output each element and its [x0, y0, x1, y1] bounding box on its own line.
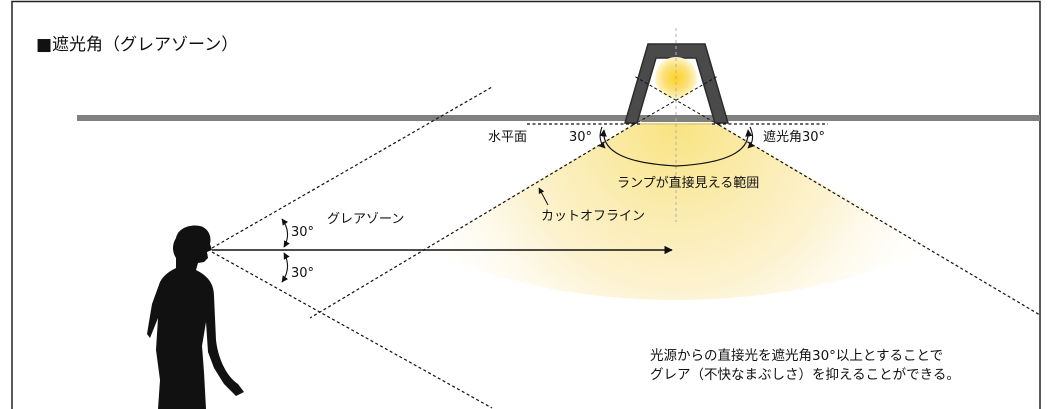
cutoff-line-left: [309, 124, 634, 319]
diagram-title: ■遮光角（グレアゾーン）: [36, 35, 238, 55]
glare-lower-angle-label: 30°: [291, 266, 314, 281]
glare-upper-line: [211, 86, 493, 249]
angle-arc-left: [598, 126, 606, 149]
person-silhouette-icon: [147, 225, 244, 409]
cutoff-line-right: [718, 124, 1041, 316]
lamp-visible-range-label: ランプが直接見える範囲: [617, 175, 759, 191]
note-line-2: グレア（不快なまぶしさ）を抑えることができる。: [650, 367, 960, 383]
shield-angle-label: 遮光角30°: [763, 129, 825, 145]
glare-zone-label: グレアゾーン: [327, 212, 404, 227]
glare-lower-arc: [281, 252, 290, 283]
glare-lower-line: [211, 251, 493, 409]
cutoff-line-label: カットオフライン: [541, 209, 645, 224]
note-line-1: 光源からの直接光を遮光角30°以上とすることで: [650, 347, 943, 364]
glare-upper-angle-label: 30°: [291, 225, 314, 240]
ceiling-line: [77, 115, 1040, 121]
angle-left-label: 30°: [569, 130, 592, 145]
frame-border: [11, 0, 1041, 409]
visible-range-arc: [599, 129, 753, 167]
angle-arc-right: [747, 126, 755, 149]
horizontal-plane-label: 水平面: [488, 130, 527, 145]
glare-upper-arc: [281, 218, 290, 248]
cutoff-pointer: [538, 187, 549, 206]
